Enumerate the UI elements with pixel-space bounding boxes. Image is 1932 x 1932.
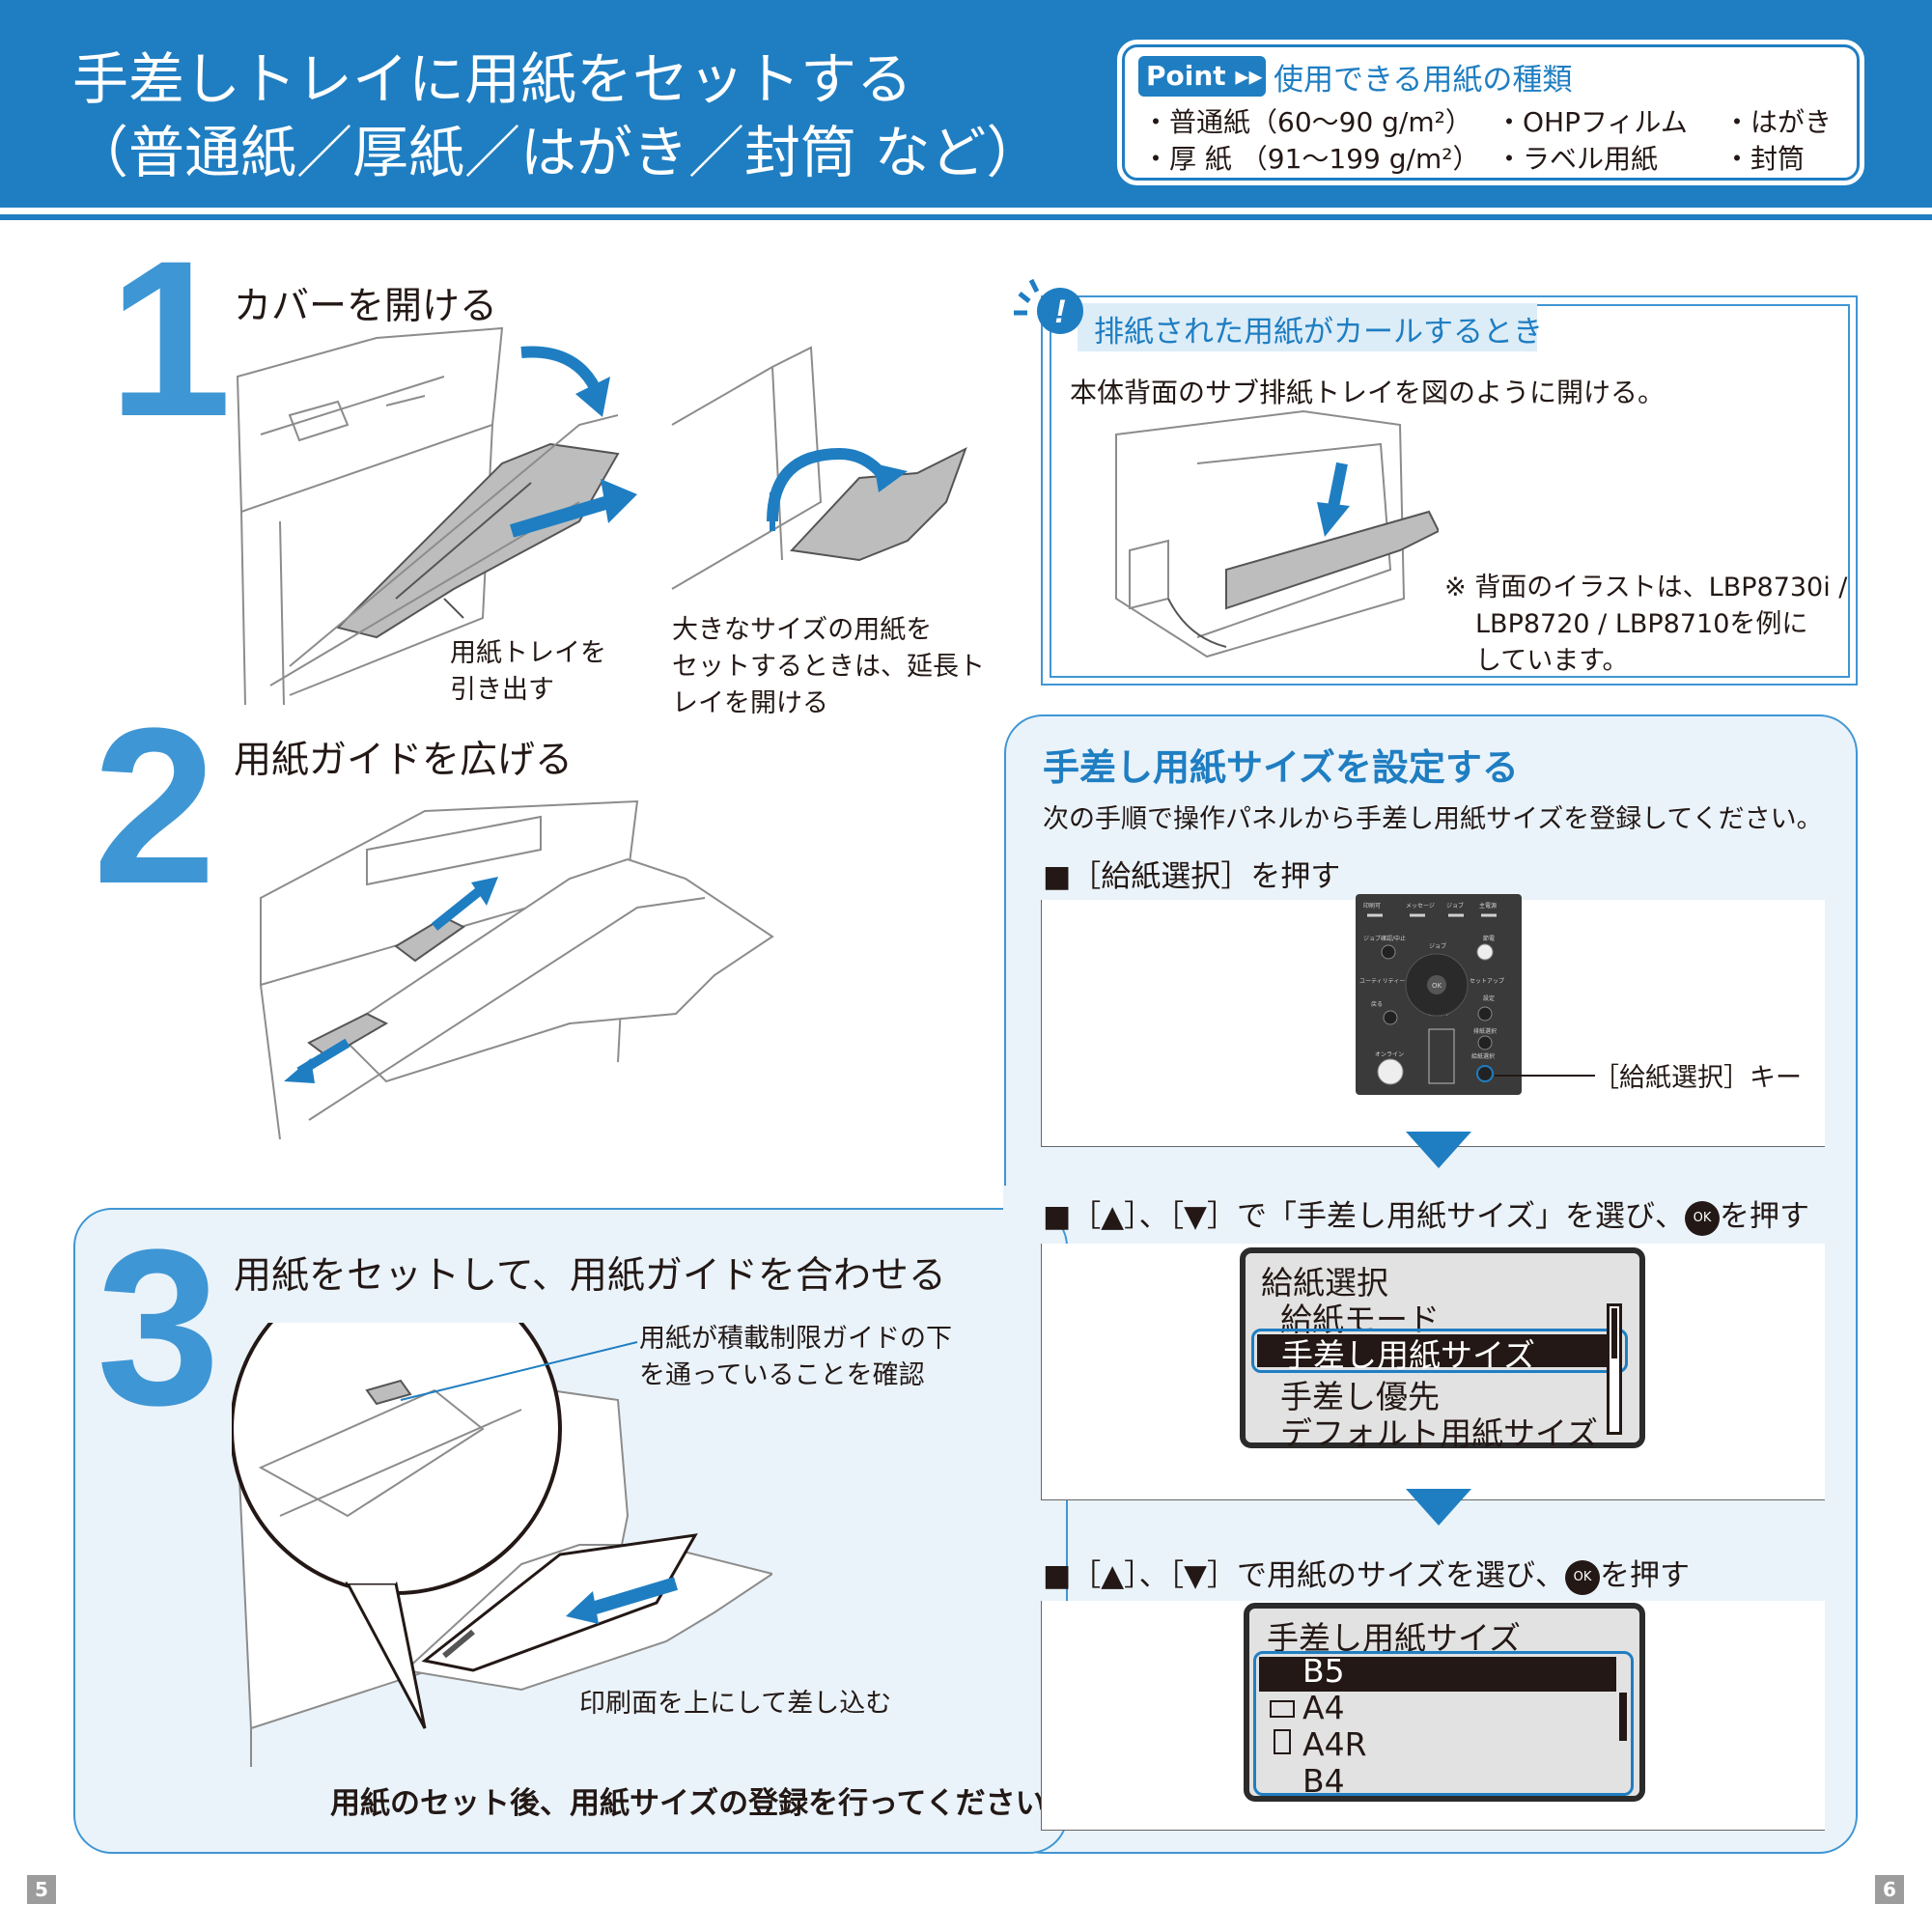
panel-label: ユーティリティー (1359, 978, 1405, 985)
step2-heading: 用紙ガイドを広げる (234, 739, 574, 782)
control-panel: 印刷可 メッセージ ジョブ 主電源 ジョブ確認/中止 ジョブ 節電 ユーティリテ… (1356, 894, 1522, 1095)
lcd-scrollbar (1607, 1303, 1622, 1435)
panel-label: 給紙選択 (1471, 1052, 1495, 1060)
lcd-selected-bar (1257, 1334, 1622, 1367)
paper-size-section-subtitle: 次の手順で操作パネルから手差し用紙サイズを登録してください。 (1043, 804, 1823, 834)
substep2-text-before: ■［▲］、［▼］で「手差し用紙サイズ」を選び、 (1043, 1199, 1686, 1234)
paper-guide-illustration (260, 799, 774, 1140)
panel-label: セットアップ (1470, 978, 1504, 985)
panel-label: 節電 (1483, 935, 1495, 942)
header-rule (0, 214, 1932, 220)
page-title-line1: 手差しトレイに用紙をセットする (72, 46, 913, 112)
lcd-selection-ring: 手差し用紙サイズ (1251, 1329, 1628, 1374)
exclamation-icon: ! (1014, 278, 1083, 334)
lcd-item: B4 (1302, 1762, 1345, 1800)
step-number-2: 2 (93, 682, 216, 930)
step1-caption-a-line1: 用紙トレイを (450, 638, 606, 668)
note-title-bg (1078, 303, 1537, 351)
point-item: ・封筒 (1723, 143, 1806, 175)
note-remark-line3: しています。 (1475, 646, 1629, 676)
substep3-text-after: を押す (1600, 1558, 1691, 1593)
ok-button-icon: OK (1565, 1559, 1601, 1595)
control-panel-drawing: 印刷可 メッセージ ジョブ 主電源 ジョブ確認/中止 ジョブ 節電 ユーティリテ… (1359, 902, 1504, 1085)
panel-label: 戻る (1371, 1000, 1383, 1008)
point-heading: 使用できる用紙の種類 (1274, 63, 1573, 98)
step1-caption-b-line2: セットするときは、延長ト (672, 652, 985, 682)
step3-callout-line1: 用紙が積載制限ガイドの下 (639, 1324, 952, 1354)
substep1-text: ■［給紙選択］を押す (1043, 859, 1341, 894)
note-box-outer (1041, 295, 1858, 686)
lcd-item: デフォルト用紙サイズ (1280, 1414, 1599, 1452)
panel-label: 主電源 (1479, 902, 1497, 910)
page-number-left: 5 (27, 1875, 56, 1904)
exclamation-mark: ! (1054, 294, 1065, 330)
rear-tray-illustration (1115, 409, 1439, 658)
key-leader-line (1495, 1075, 1595, 1077)
point-box: Point ▸▸ 使用できる用紙の種類 ・普通紙（60〜90 g/m²） ・OH… (1117, 40, 1864, 185)
down-arrow-icon (1406, 1489, 1471, 1526)
down-arrow-icon (1406, 1132, 1471, 1168)
point-item: ・ラベル用紙 (1496, 143, 1659, 175)
point-badge: Point ▸▸ (1138, 56, 1266, 97)
lcd-item: 手差し優先 (1280, 1378, 1440, 1415)
lcd-scroll-thumb (1619, 1693, 1627, 1741)
panel-label: オンライン (1375, 1051, 1404, 1058)
step1-heading: カバーを開ける (234, 285, 498, 328)
panel-label: 印刷可 (1363, 902, 1381, 910)
ok-key-label: OK (1432, 982, 1442, 990)
panel-label: メッセージ (1406, 903, 1435, 910)
page-title-line2: （普通紙／厚紙／はがき／封筒 など） (72, 120, 1043, 185)
step3-heading: 用紙をセットして、用紙ガイドを合わせる (234, 1254, 946, 1298)
lcd-manual-paper-size: 手差し用紙サイズ B5 A4 A4R B4 (1244, 1603, 1645, 1802)
panel-label: 設定 (1483, 994, 1495, 1002)
lcd-title: 手差し用紙サイズ (1267, 1619, 1522, 1657)
note-remark-line1: ※ 背面のイラストは、LBP8730i / (1444, 573, 1848, 602)
step-number-1: 1 (108, 214, 232, 462)
printer-open-cover-illustration (236, 326, 967, 706)
ok-button-icon: OK (1685, 1200, 1721, 1236)
panel-label: ジョブ (1429, 942, 1446, 950)
portrait-paper-icon (1274, 1729, 1291, 1754)
note-title: 排紙された用紙がカールするとき (1094, 315, 1543, 350)
note-remark-line2: LBP8720 / LBP8710を例に (1475, 609, 1808, 639)
insert-caption: 印刷面を上にして差し込む (579, 1689, 892, 1719)
panel-label: 排紙選択 (1473, 1027, 1497, 1035)
step3-footer-note: 用紙のセット後、用紙サイズの登録を行ってください。 (330, 1786, 1076, 1821)
substep3-text-before: ■［▲］、［▼］で用紙のサイズを選び、 (1043, 1558, 1566, 1593)
lcd-item: A4R (1302, 1725, 1367, 1763)
point-item: ・OHPフィルム (1496, 106, 1688, 138)
lcd-item: 給紙モード (1280, 1301, 1440, 1338)
lcd-item: A4 (1302, 1689, 1345, 1726)
lcd-feed-select: 給紙選択 給紙モード 手差し用紙サイズ 手差し優先 デフォルト用紙サイズ (1240, 1247, 1645, 1452)
panel-label: ジョブ確認/中止 (1363, 935, 1406, 942)
landscape-paper-icon (1270, 1700, 1295, 1718)
lcd-scroll-thumb (1611, 1308, 1617, 1358)
substep2-text-after: を押す (1720, 1199, 1810, 1234)
paper-loading-illustration (232, 1323, 772, 1767)
lcd-item-selected: 手差し用紙サイズ (1281, 1336, 1536, 1374)
panel-join (1003, 1186, 1080, 1218)
step3-callout-line2: を通っていることを確認 (639, 1360, 925, 1390)
panel-label: ジョブ (1446, 902, 1464, 910)
note-body: 本体背面のサブ排紙トレイを図のように開ける。 (1070, 377, 1666, 408)
point-item: ・厚 紙 （91〜199 g/m²） (1142, 143, 1480, 175)
lcd-title: 給紙選択 (1261, 1264, 1388, 1302)
step1-caption-b-line3: レイを開ける (672, 688, 828, 718)
point-item: ・普通紙（60〜90 g/m²） (1142, 106, 1472, 138)
lcd-selection-ring: B5 A4 A4R B4 (1253, 1651, 1634, 1800)
page-number-right: 6 (1875, 1875, 1904, 1904)
paper-size-section-title: 手差し用紙サイズを設定する (1043, 746, 1519, 789)
step1-caption-a-line2: 引き出す (450, 675, 554, 705)
point-item: ・はがき (1723, 106, 1833, 138)
lcd-selected-bar (1259, 1657, 1616, 1692)
step1-caption-b-line1: 大きなサイズの用紙を (672, 615, 933, 645)
feed-select-key-label: ［給紙選択］キー (1593, 1063, 1802, 1093)
lcd-item-selected: B5 (1302, 1652, 1345, 1690)
step-number-3: 3 (97, 1203, 220, 1451)
